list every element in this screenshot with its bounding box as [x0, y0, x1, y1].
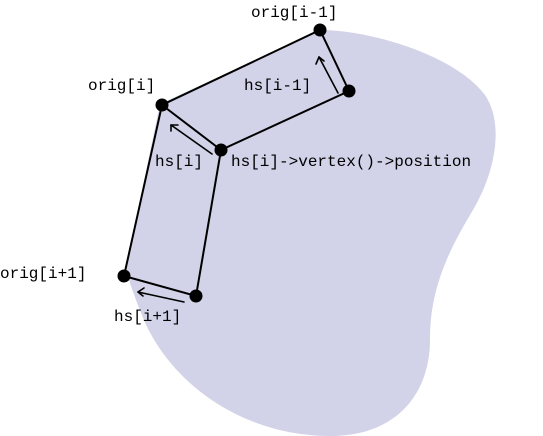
label-hs-cur: hs[i]	[155, 153, 203, 171]
label-orig-next: orig[i+1]	[0, 265, 86, 283]
half-edge-arrow-next	[137, 291, 185, 303]
vertex-hs-next	[189, 289, 203, 303]
half-edge-arrow-next-head	[137, 287, 145, 297]
vertex-hs-prev	[342, 84, 356, 98]
edge-orig-to-hs	[161, 104, 222, 151]
half-edge-arrow-prev-head	[315, 56, 325, 65]
vertex-hs-cur	[214, 143, 228, 157]
vertex-orig-prev	[313, 23, 327, 37]
shaded-region	[125, 30, 496, 436]
label-hs-cur-position: hs[i]->vertex()->position	[231, 153, 471, 171]
vertex-orig-cur	[155, 98, 169, 112]
half-edge-arrow-prev	[318, 56, 339, 94]
label-orig-prev: orig[i-1]	[251, 4, 337, 22]
label-hs-next: hs[i+1]	[114, 308, 181, 326]
label-hs-prev: hs[i-1]	[244, 77, 311, 95]
vertex-orig-next	[117, 269, 131, 283]
label-orig-cur: orig[i]	[88, 77, 155, 95]
half-edge-arrow-cur	[170, 124, 213, 155]
half-edge-arrow-cur-head	[170, 124, 179, 132]
